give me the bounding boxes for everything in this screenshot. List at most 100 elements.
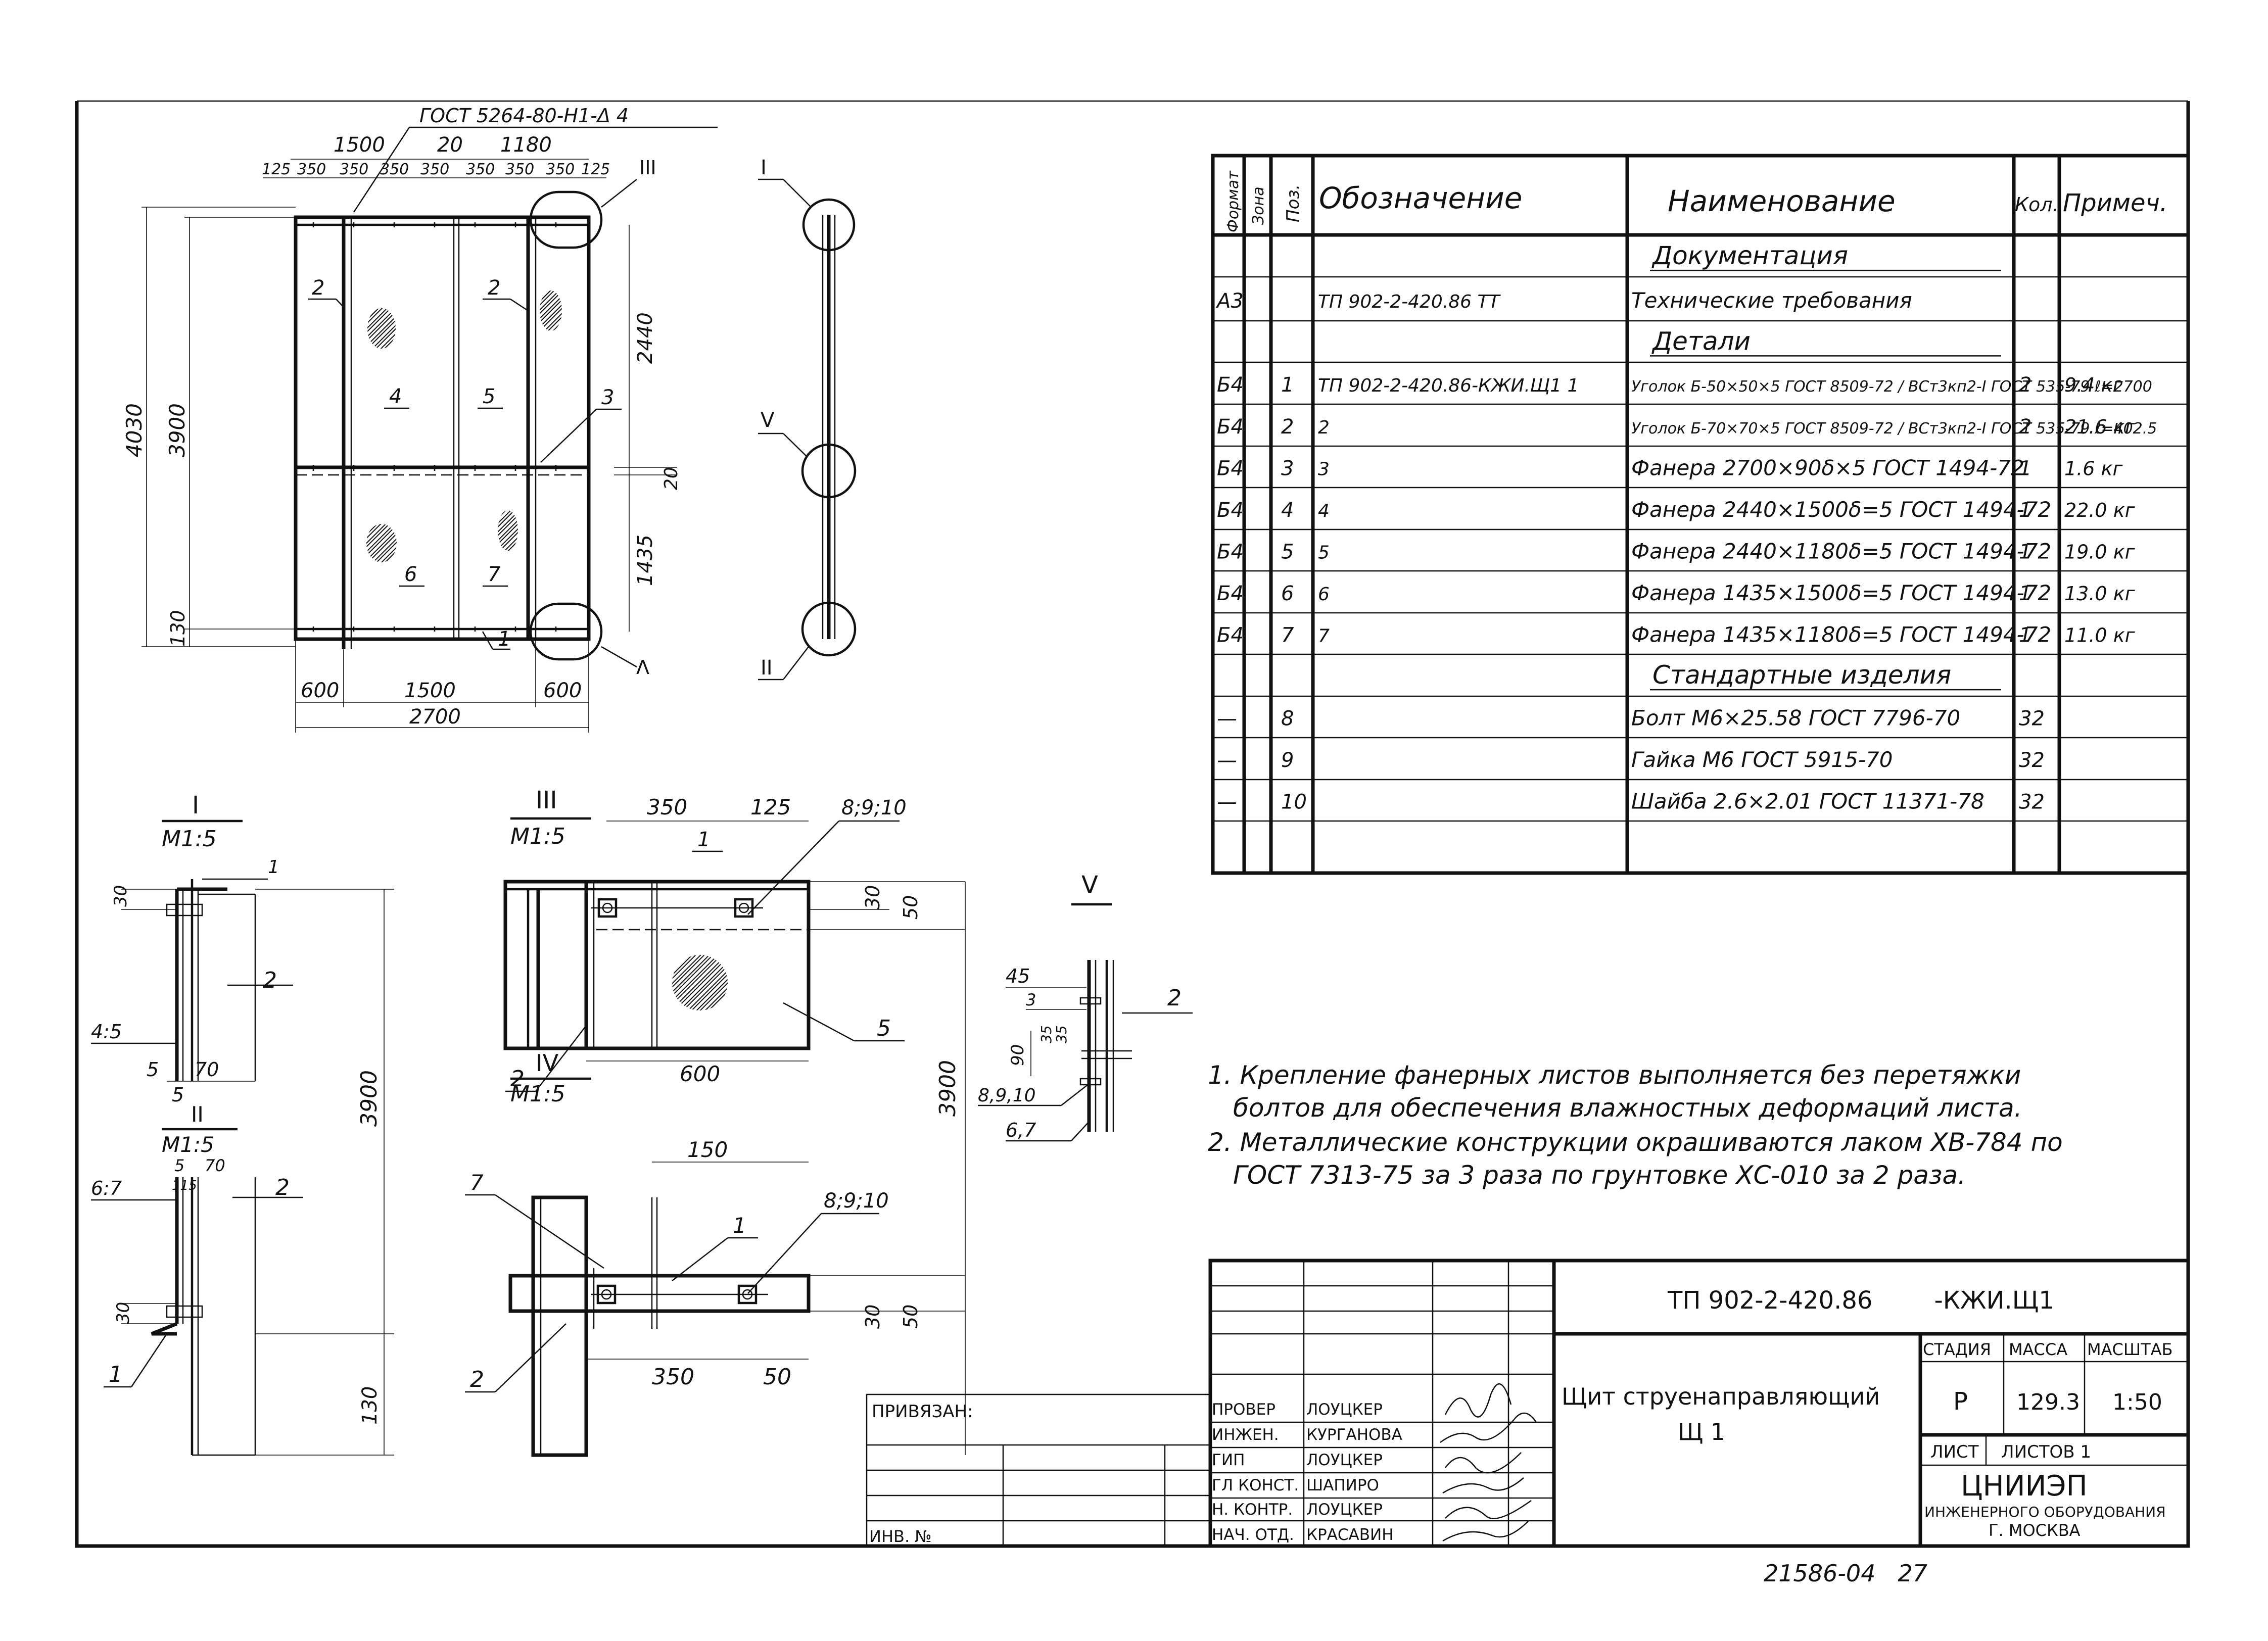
detail-III-label-8-9-10: 8;9;10 (841, 796, 907, 819)
detail-III-label-1: 1 (697, 828, 710, 851)
spec-header-designation: Обозначение (1319, 181, 1522, 215)
detail-V-title: V (1081, 871, 1098, 899)
spec-row-10-note: 11.0 кг (2064, 624, 2136, 646)
dim-spacing-350f: 350 (505, 161, 534, 178)
dim-spacing-350b: 350 (340, 161, 368, 178)
spec-row-6-des: 3 (1318, 459, 1330, 479)
bound-label: ПРИВЯЗАН: (872, 1402, 973, 1422)
dim-spacing-350g: 350 (546, 161, 575, 178)
spec-row-4-pos: 1 (1281, 373, 1294, 397)
title-block: ПРИВЯЗАН: ИНВ. № ПРОВЕР ЛОУЦКЕР ИНЖЕН. К… (866, 1259, 2190, 1548)
spec-row-14-pos: 10 (1281, 790, 1307, 813)
scale-value: 1:50 (2112, 1389, 2162, 1415)
pos-label-5: 5 (483, 385, 495, 408)
spec-row-10-fmt: Б4 (1217, 623, 1244, 647)
spec-row-10-pos: 7 (1281, 623, 1294, 647)
stage-label: СТАДИЯ (1923, 1340, 1991, 1359)
spec-row-9-fmt: Б4 (1217, 582, 1244, 605)
spec-row-14-fmt: — (1217, 790, 1237, 813)
dim-spacing-125b: 125 (581, 161, 610, 178)
detail-V: V 2 45 3 90 35 35 8,9,10 6,7 (978, 871, 1193, 1142)
callout-V-label[interactable]: V (636, 655, 649, 678)
note-line-2: болтов для обеспечения влажностных дефор… (1233, 1093, 2022, 1123)
detail-II-scale: М1:5 (162, 1132, 214, 1157)
detail-IV-dim-30: 30 (862, 1305, 884, 1329)
spec-row-9-note: 13.0 кг (2064, 583, 2136, 605)
sheet-label: ЛИСТ (1930, 1442, 1979, 1462)
signer-name-3: ЛОУЦКЕР (1306, 1451, 1383, 1469)
detail-II-dim-5: 5 (174, 1156, 184, 1175)
spec-row-4-des: ТП 902-2-420.86-КЖИ.Щ1 1 (1318, 375, 1579, 396)
spec-row-8-des: 5 (1318, 542, 1330, 563)
main-view: ГОСТ 5264-80-Н1-Δ 4 1500 20 1180 125 350… (122, 105, 718, 733)
detail-II-dim-70: 70 (205, 1156, 225, 1175)
detail-I-label-2: 2 (263, 968, 277, 993)
detail-I: I М1:5 1 30 2 4:5 5 70 5 3900 (91, 791, 394, 1455)
spec-row-2-des: ТП 902-2-420.86 ТТ (1318, 292, 1501, 312)
callout-V-circle[interactable] (529, 602, 603, 661)
callout-V-side-label[interactable]: V (761, 409, 775, 432)
callout-III-circle[interactable] (529, 190, 603, 249)
spec-row-5-name: Уголок Б-70×70×5 ГОСТ 8509-72 / ВСт3кп2-… (1631, 420, 2157, 438)
detail-III: III М1:5 350 125 8;9;10 1 5 2 30 50 (503, 786, 966, 1455)
callout-III-label[interactable]: III (639, 157, 656, 179)
spec-row-6-name: Фанера 2700×90δ×5 ГОСТ 1494-72 (1631, 455, 2024, 480)
dim-right-2440: 2440 (634, 312, 657, 364)
pos-label-4: 4 (389, 385, 402, 408)
signer-name-1: ЛОУЦКЕР (1306, 1401, 1383, 1419)
weld-note: ГОСТ 5264-80-Н1-Δ 4 (419, 105, 629, 127)
spec-header-zone: Зона (1250, 186, 1267, 225)
hatch-patch-5 (540, 291, 562, 331)
detail-I-dim-4-5: 4:5 (91, 1021, 122, 1043)
detail-III-hatch (672, 955, 728, 1010)
spec-row-6-fmt: Б4 (1217, 457, 1244, 480)
dim-top-1180: 1180 (500, 133, 552, 157)
callout-V-side-circle[interactable] (801, 443, 857, 499)
detail-V-dim-90: 90 (1008, 1044, 1028, 1066)
detail-IV-label-8-9-10: 8;9;10 (824, 1189, 889, 1213)
detail-V-label-8-9-10: 8,9,10 (978, 1085, 1036, 1106)
signer-role-6: НАЧ. ОТД. (1212, 1526, 1294, 1544)
title-line-2: Щ 1 (1678, 1418, 1725, 1445)
detail-III-dim-600: 600 (680, 1061, 720, 1086)
dim-spacing-350d: 350 (420, 161, 449, 178)
spec-row-9-qty: 1 (2019, 582, 2031, 605)
callout-II-circle[interactable] (801, 601, 857, 657)
dim-bottom-600-right: 600 (543, 679, 582, 702)
dim-spacing-350a: 350 (297, 161, 326, 178)
note-line-4: ГОСТ 7313-75 за 3 раза по грунтовке ХС-0… (1233, 1161, 1966, 1190)
callout-I-circle[interactable] (802, 198, 856, 252)
pos-label-3: 3 (601, 386, 614, 409)
title-line-1: Щит струенаправляющий (1562, 1383, 1880, 1410)
callout-II-label[interactable]: II (761, 656, 773, 680)
callout-I-label[interactable]: I (761, 156, 767, 179)
dim-bottom-1500: 1500 (404, 679, 456, 702)
spec-row-6-qty: 1 (2019, 457, 2031, 480)
detail-I-dim-3900: 3900 (356, 1070, 382, 1127)
spec-row-10-qty: 1 (2019, 623, 2031, 647)
detail-V-label-2: 2 (1167, 985, 1182, 1011)
dim-left-4030: 4030 (122, 403, 147, 457)
spec-row-7-pos: 4 (1281, 499, 1294, 522)
dim-right-20: 20 (661, 467, 682, 490)
spec-row-9-pos: 6 (1281, 582, 1294, 605)
stage-value: Р (1953, 1387, 1968, 1416)
spec-row-13-fmt: — (1217, 749, 1237, 772)
mass-label: МАССА (2009, 1340, 2067, 1359)
dim-spacing-350c: 350 (380, 161, 409, 178)
signer-role-1: ПРОВЕР (1212, 1401, 1275, 1419)
detail-II: II М1:5 5 70 6:7 115 2 30 1 130 (91, 1102, 394, 1456)
spec-row-7-name: Фанера 2440×1500δ=5 ГОСТ 1494-72 (1631, 497, 2051, 522)
sheets-label: ЛИСТОВ 1 (2001, 1442, 2091, 1462)
spec-row-12-name: Болт М6×25.58 ГОСТ 7796-70 (1631, 705, 1960, 730)
detail-II-dim-130: 130 (358, 1386, 382, 1425)
pos-label-1: 1 (498, 628, 510, 651)
hatch-patch-7 (498, 510, 518, 551)
detail-I-dim-5b: 5 (172, 1084, 184, 1106)
spec-row-3-name: Детали (1651, 326, 1751, 356)
spec-row-4-name: Уголок Б-50×50×5 ГОСТ 8509-72 / ВСт3кп2-… (1631, 378, 2152, 396)
dim-left-130: 130 (167, 610, 189, 647)
spec-header-pos: Поз. (1283, 184, 1303, 222)
detail-V-dim-3: 3 (1026, 990, 1036, 1009)
